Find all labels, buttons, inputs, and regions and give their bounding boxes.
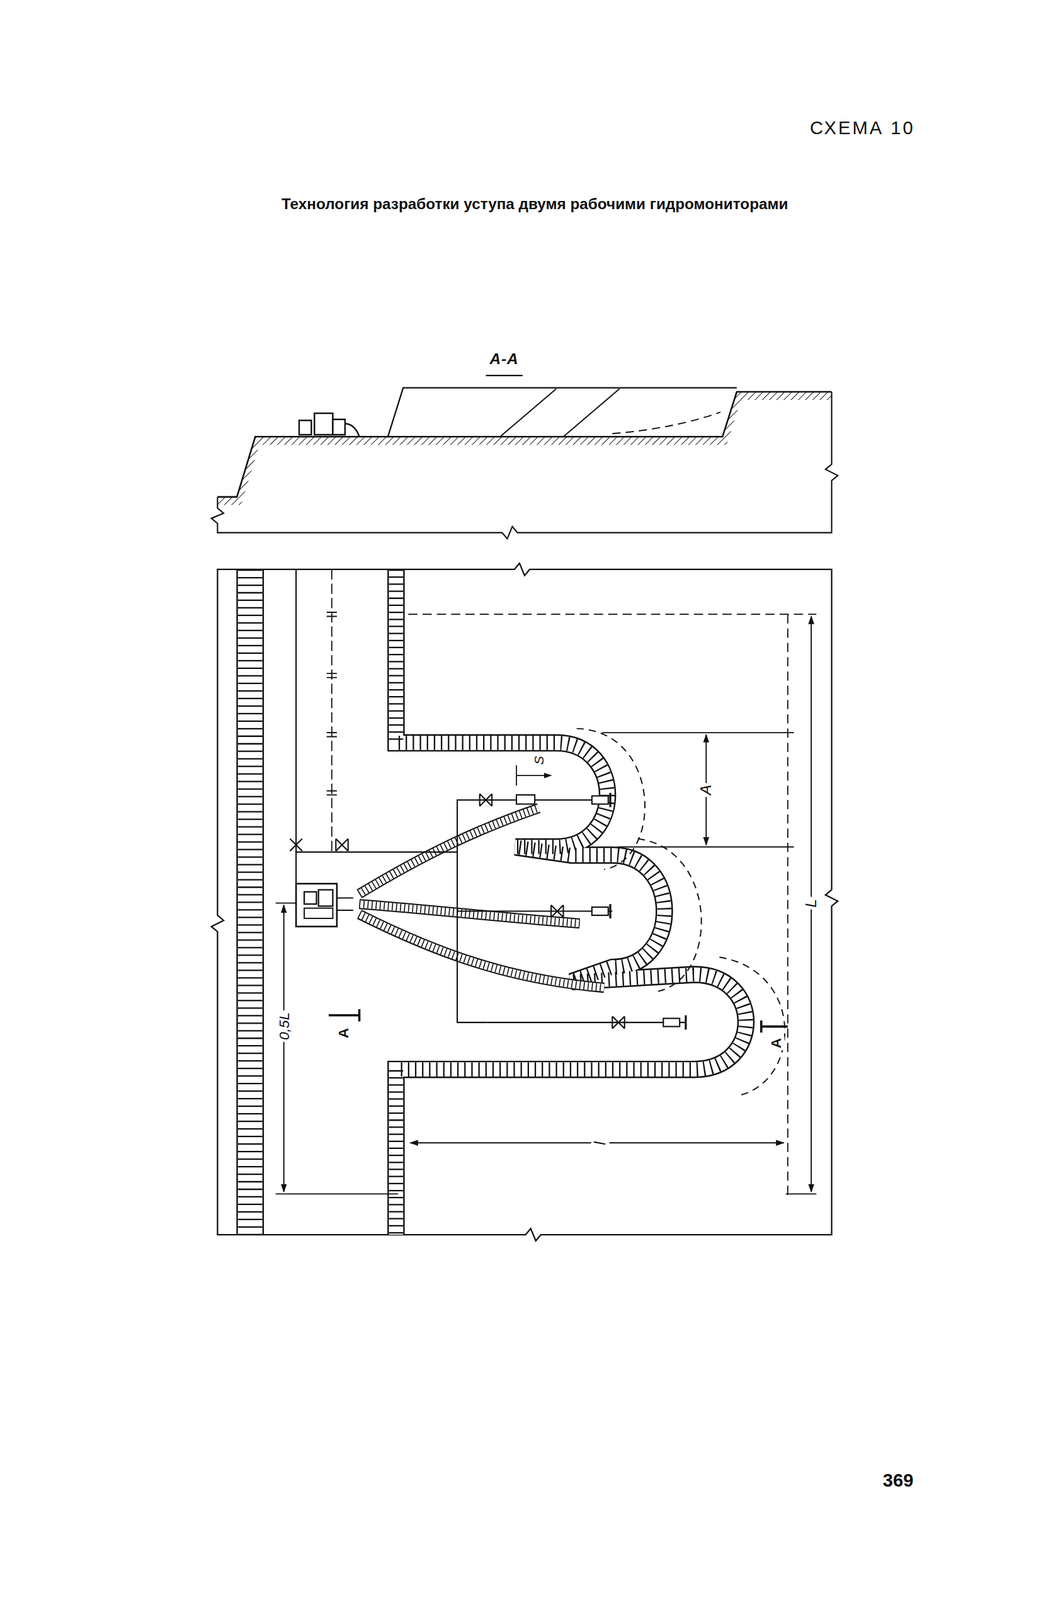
pipeline [457,910,489,912]
extension-line [602,731,795,734]
bench-edge [238,569,263,1235]
scheme-number: СХЕМА 10 [809,117,916,138]
underline [485,374,523,376]
face-position [576,728,645,870]
slurry-channel [359,913,605,988]
pump-station [336,898,354,911]
extension-line [275,902,296,904]
section-frame [211,391,839,539]
working-face [396,569,747,1235]
face-line [612,411,721,434]
working-face [396,569,747,1235]
pump-symbol [332,419,345,435]
dimension-label: l [591,1139,610,1147]
dimension-label: A [697,782,716,797]
pump-station [304,908,333,919]
pipeline [295,569,297,886]
plan-view [211,563,839,1241]
section-mark [761,1020,788,1033]
hydromonitor [479,792,611,808]
valve-symbol [335,838,348,851]
pump-station [304,891,317,904]
working-face [396,569,747,1235]
cut-line [500,388,557,437]
pump-symbol [314,413,333,435]
slurry-channel [359,807,540,894]
dimension-label: A [334,1025,352,1040]
dimension-label: L [802,896,821,910]
extension-line [617,846,794,848]
extension-line [785,1192,817,1195]
extension-line [275,1192,399,1195]
pump-station [318,889,334,907]
slurry-channel [359,903,581,924]
hydromonitor [488,903,613,919]
diagram-title: Технология разработки уступа двумя рабоч… [281,195,788,213]
plan-frame [211,563,839,1241]
page-number: 369 [882,1469,914,1491]
valve-symbol [289,838,302,851]
pump-symbol [299,420,312,435]
dimension-line [283,904,285,1192]
power-line-mark [326,612,337,795]
ground-line [217,391,832,497]
dimension-label: A [767,1035,785,1050]
dimension-label: А-А [489,350,519,368]
slurry-channel [359,913,605,988]
extension-line [408,613,817,615]
section-view [211,375,839,539]
bench-outline [387,387,737,438]
bench-edge [238,569,263,1235]
dimension-label: S [530,753,547,767]
face-position [637,838,702,992]
hydromonitor [488,1015,686,1030]
slurry-channel [359,903,581,924]
pipe [345,423,360,437]
pump-station [295,883,337,927]
slurry-channel [359,807,540,894]
dimension-line [516,774,552,776]
slurry-channel [359,913,605,988]
slurry-channel [359,807,540,894]
slurry-channel [359,903,581,924]
pipeline [295,851,458,853]
section-mark [328,1008,360,1021]
dimension-label: 0,5L [275,1010,293,1042]
extension-line [787,614,789,1196]
cut-line [563,388,620,437]
ground-hatch [217,391,832,506]
bench-edge [236,569,264,1235]
